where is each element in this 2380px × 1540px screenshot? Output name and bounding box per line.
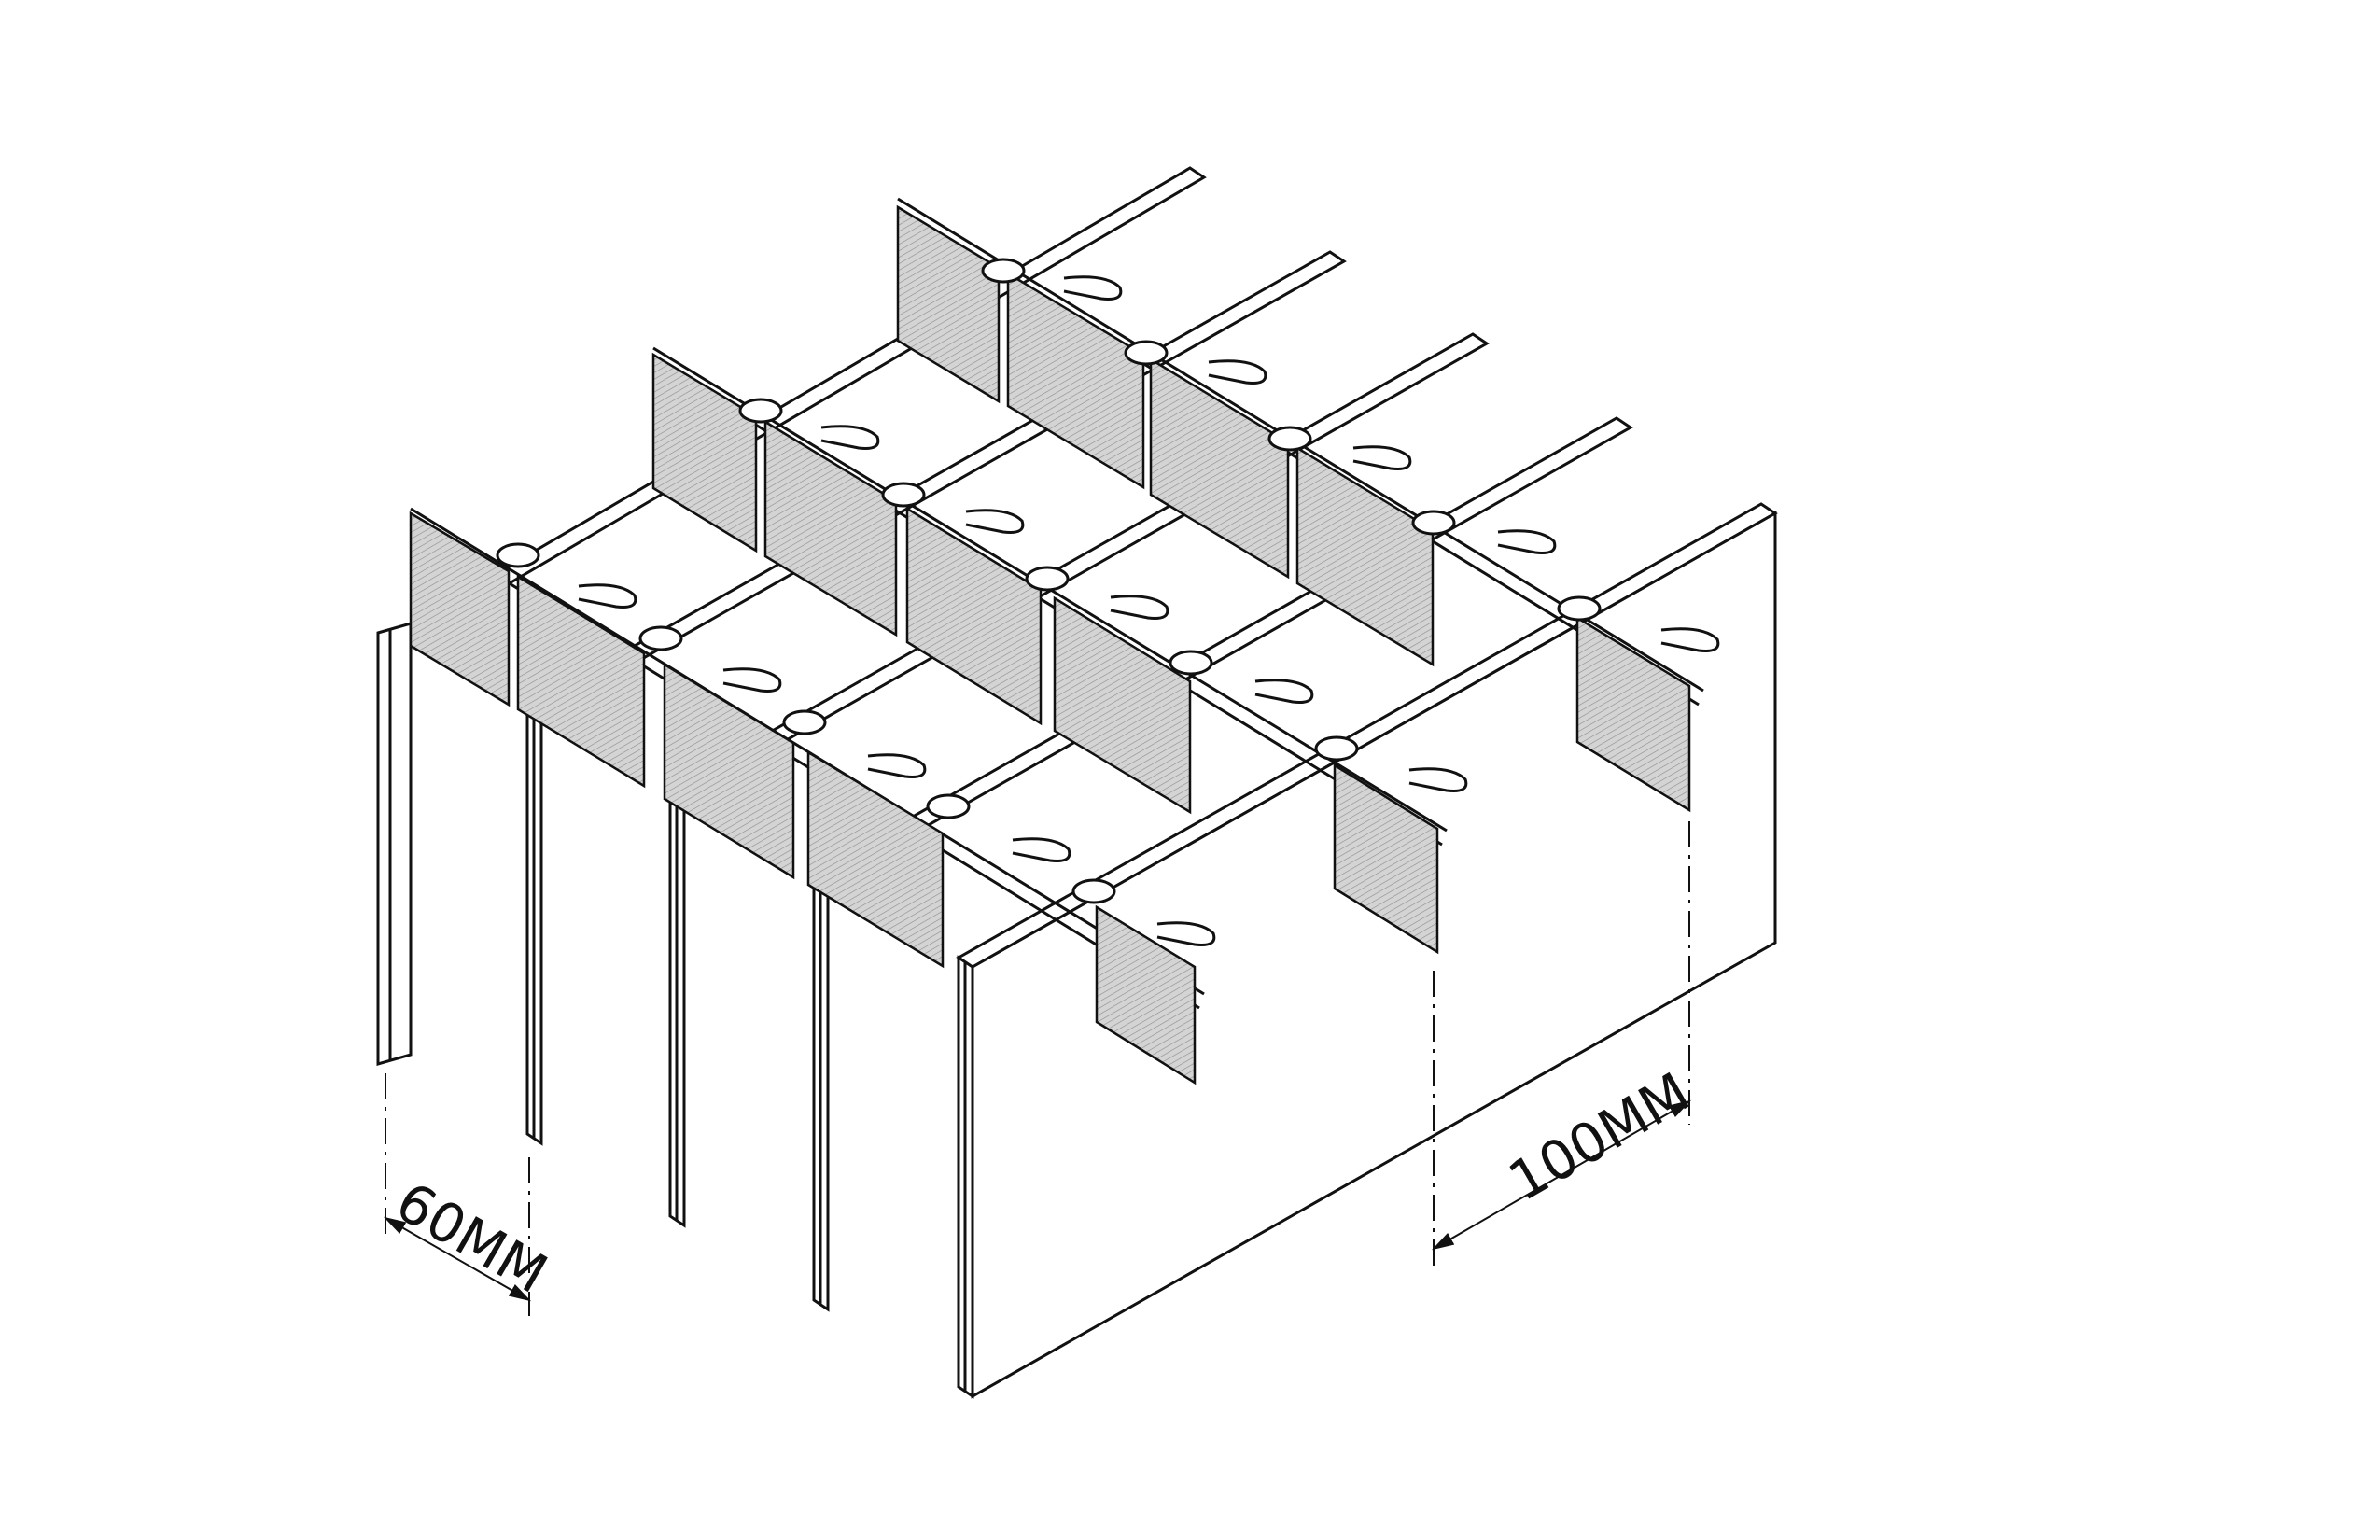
hatched-sections: [409, 204, 1691, 1085]
weld-nodes: [496, 258, 1602, 904]
dimension-100mm: [1431, 821, 1692, 1269]
rod-ends: [578, 275, 1720, 946]
dimension-60mm: [383, 1073, 532, 1316]
dimension-60mm-label: 60MM: [385, 1169, 558, 1306]
